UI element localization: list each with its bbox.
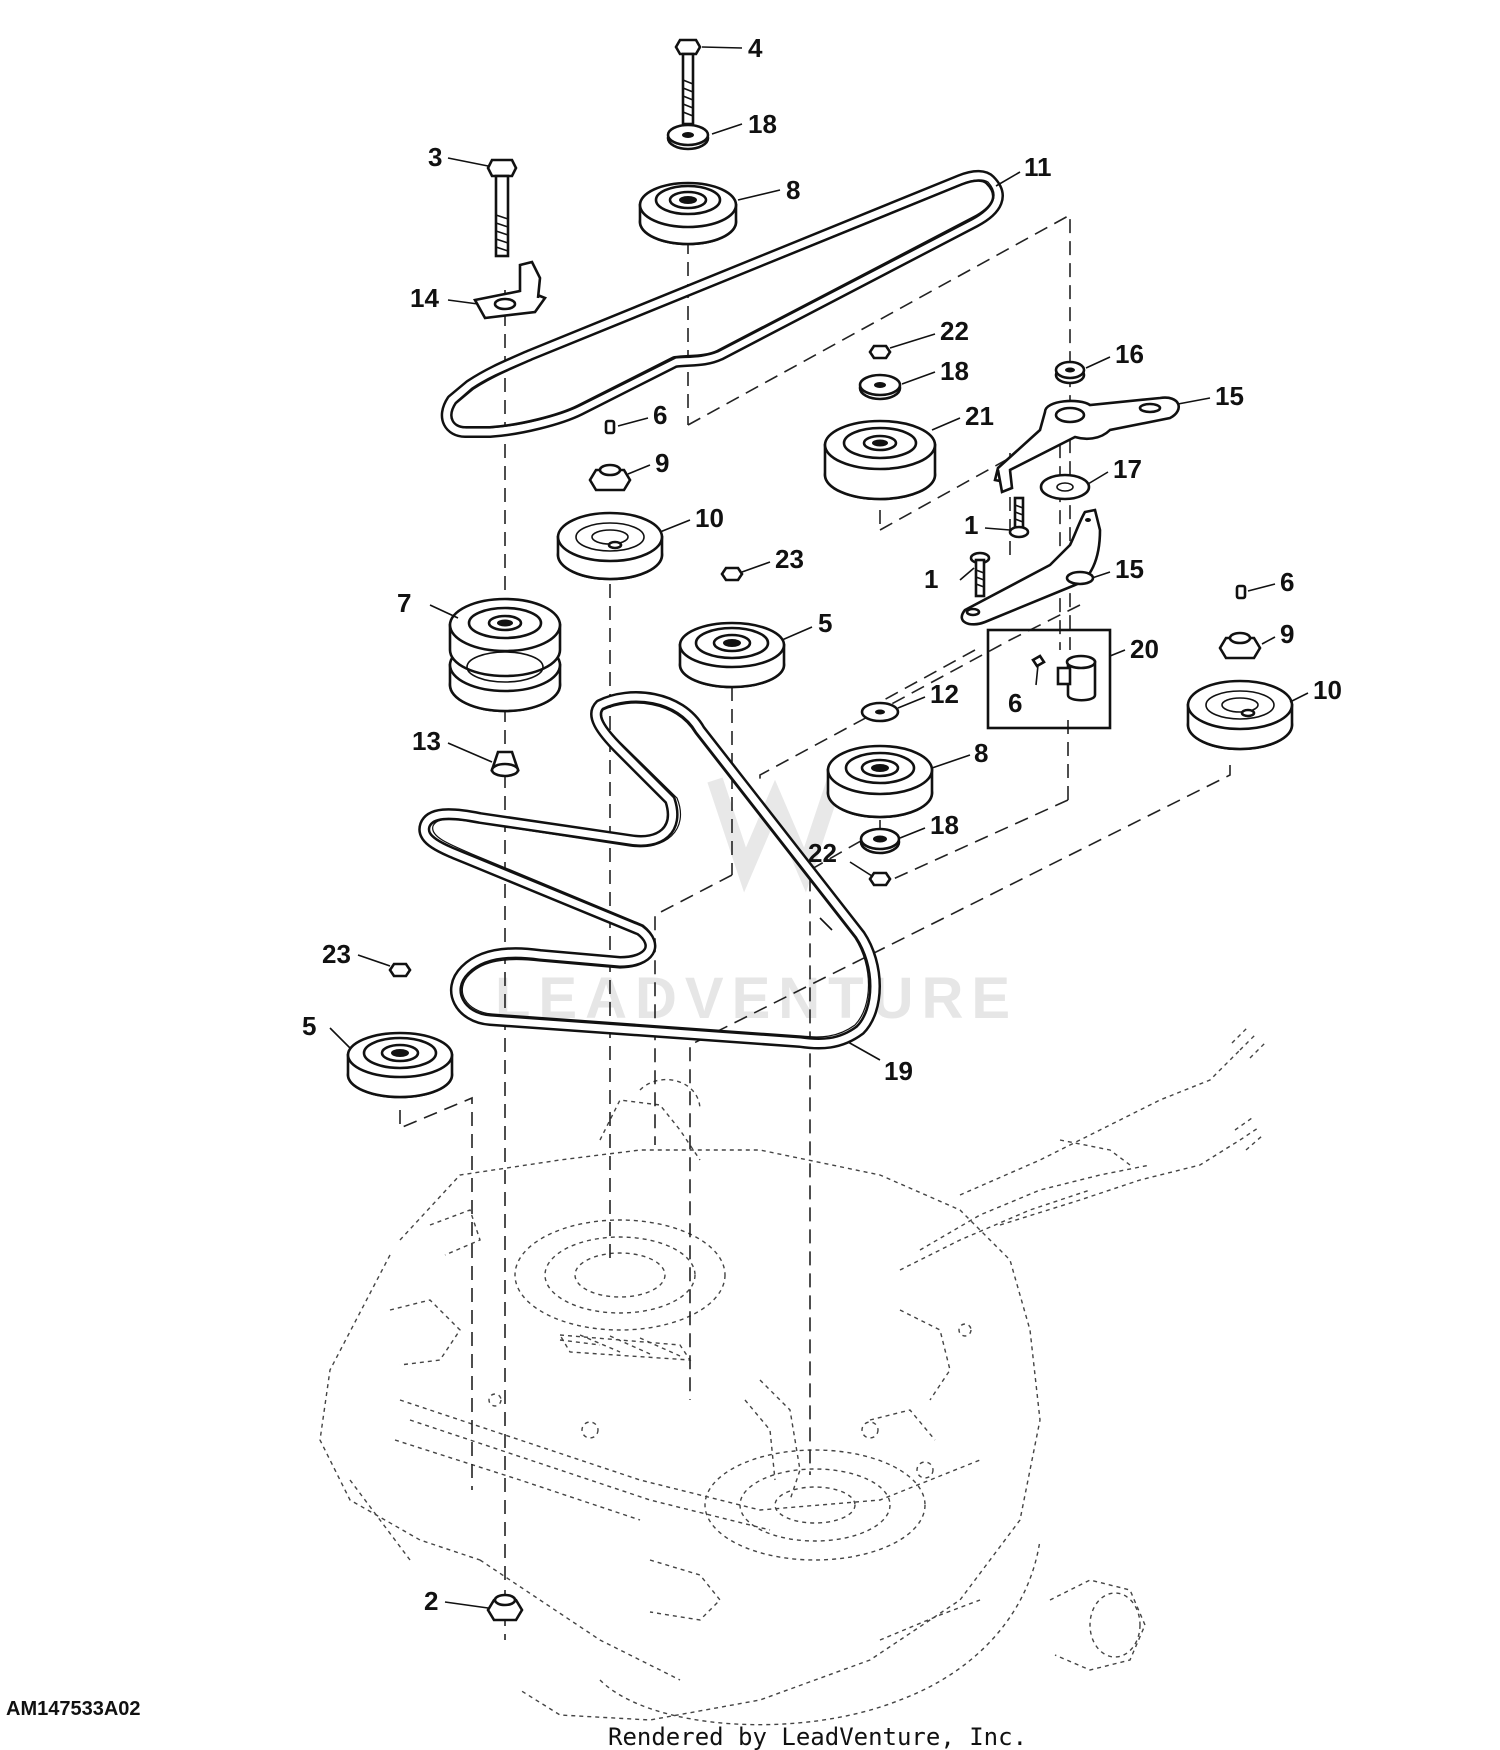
callout-5-upper: 5 <box>818 608 832 638</box>
callout-8-lower: 8 <box>974 738 988 768</box>
idler-arm-part-15-top <box>993 396 1180 494</box>
double-pulley-part-7 <box>448 597 562 713</box>
callout-23-upper: 23 <box>775 544 804 574</box>
callout-10-left: 10 <box>695 503 724 533</box>
callout-18-lower: 18 <box>930 810 959 840</box>
callout-6-left: 6 <box>653 400 667 430</box>
nut-part-2 <box>486 1593 524 1622</box>
washer-part-12 <box>860 701 900 723</box>
callout-23-lower: 23 <box>322 939 351 969</box>
idler-arm-part-15-lower <box>960 508 1102 626</box>
callout-21: 21 <box>965 401 994 431</box>
render-credit: Rendered by LeadVenture, Inc. <box>608 1723 1027 1750</box>
washer-part-18-top <box>666 123 710 151</box>
callout-14: 14 <box>410 283 439 313</box>
callout-1-lower: 1 <box>924 564 938 594</box>
belt-11 <box>440 169 1004 438</box>
idler-pulley-part-8-lower <box>826 744 934 819</box>
washer-part-18-mid <box>858 373 902 401</box>
bolt-part-1-upper <box>1008 496 1030 539</box>
bolt-part-1-lower <box>969 551 991 598</box>
belt-19 <box>418 691 881 1050</box>
callout-5-lower: 5 <box>302 1011 316 1041</box>
callout-4: 4 <box>748 33 763 63</box>
callout-1-upper: 1 <box>964 510 978 540</box>
callout-7: 7 <box>397 588 411 618</box>
callout-6-right: 6 <box>1280 567 1294 597</box>
idler-pulley-part-5-upper <box>678 621 786 689</box>
spacer-part-13 <box>490 750 520 778</box>
bolt-part-4 <box>674 38 702 126</box>
callout-9-right: 9 <box>1280 619 1294 649</box>
callout-12: 12 <box>930 679 959 709</box>
callout-2: 2 <box>424 1586 438 1616</box>
drive-pulley-part-10-right <box>1186 679 1294 751</box>
idler-pulley-part-8-top <box>638 181 738 246</box>
bushing-part-16 <box>1054 360 1086 385</box>
callout-18-mid: 18 <box>940 356 969 386</box>
bracket-part-14 <box>472 260 548 320</box>
callout-15-lower: 15 <box>1115 554 1144 584</box>
bolt-part-3 <box>486 158 518 258</box>
kit-box-part-20 <box>986 628 1112 730</box>
set-screw-part-6-left <box>604 419 616 435</box>
nut-part-23-upper <box>720 566 744 582</box>
washer-part-18-lower <box>859 827 901 855</box>
callout-13: 13 <box>412 726 441 756</box>
leader-lines <box>329 46 1309 1609</box>
callout-18-top: 18 <box>748 109 777 139</box>
nut-part-23-lower <box>388 962 412 978</box>
callout-15-top: 15 <box>1215 381 1244 411</box>
callout-22-top: 22 <box>940 316 969 346</box>
callout-3: 3 <box>428 142 442 172</box>
set-screw-part-6-right <box>1235 584 1247 600</box>
diagram-id: AM147533A02 <box>6 1698 141 1720</box>
callout-10-right: 10 <box>1313 675 1342 705</box>
nut-part-9-right <box>1218 631 1262 660</box>
mower-deck-outline <box>319 1027 1266 1726</box>
drive-pulley-part-10-left <box>556 511 664 581</box>
callout-19: 19 <box>884 1056 913 1086</box>
callout-labels: 4 18 8 3 14 11 22 18 21 16 15 17 1 1 15 … <box>302 33 1342 1616</box>
nut-part-22-top <box>868 344 892 360</box>
callout-17: 17 <box>1113 454 1142 484</box>
callout-8-top: 8 <box>786 175 800 205</box>
callout-9-left: 9 <box>655 448 669 478</box>
callout-22-lower: 22 <box>808 838 837 868</box>
nut-part-9-left <box>588 463 632 492</box>
callout-11: 11 <box>1024 152 1052 182</box>
callout-20: 20 <box>1130 634 1159 664</box>
washer-part-17 <box>1039 473 1091 501</box>
nut-part-22-lower <box>868 871 892 887</box>
callout-16: 16 <box>1115 339 1144 369</box>
idler-pulley-part-5-lower <box>346 1031 454 1099</box>
pulley-part-21 <box>823 419 937 501</box>
callout-6-kit: 6 <box>1008 688 1022 718</box>
